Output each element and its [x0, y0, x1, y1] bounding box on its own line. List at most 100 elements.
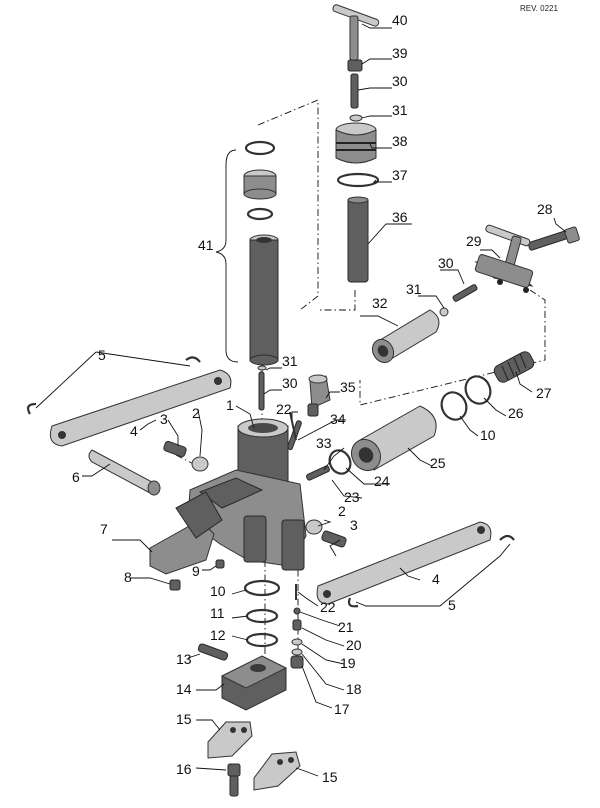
bolt-3-right	[321, 530, 347, 548]
sleeve-32	[371, 309, 440, 364]
label-20: 20	[346, 637, 362, 653]
plug-9	[215, 559, 225, 569]
label-39: 39	[392, 45, 408, 61]
piston-36	[347, 196, 369, 283]
label-15-left: 15	[176, 711, 192, 727]
ring-41-top	[244, 140, 276, 156]
snap-ring-37	[336, 172, 380, 188]
jaw-15-left	[207, 721, 253, 759]
main-body-1	[187, 418, 307, 571]
screw-33	[306, 465, 330, 481]
label-19: 19	[340, 655, 356, 671]
jaw-15-right	[253, 751, 301, 791]
label-25: 25	[430, 455, 446, 471]
bushing-2-right	[305, 519, 323, 535]
label-23: 23	[344, 489, 360, 505]
label-3-left: 3	[160, 411, 168, 427]
label-36: 36	[392, 209, 408, 225]
label-16: 16	[176, 761, 192, 777]
label-4-right: 4	[432, 571, 440, 587]
bolt-28	[527, 226, 580, 251]
label-8: 8	[124, 569, 132, 585]
ring-10-right	[440, 391, 468, 421]
label-30-right: 30	[438, 255, 454, 271]
ring-11	[245, 608, 279, 624]
label-28: 28	[537, 201, 553, 217]
cap-38	[335, 122, 377, 164]
label-1: 1	[226, 397, 234, 413]
t-handle-40	[332, 4, 380, 61]
link-4-left	[49, 369, 232, 447]
handle-socket-29	[474, 224, 534, 293]
washer-31-center	[257, 365, 267, 371]
label-27: 27	[536, 385, 552, 401]
pin-13	[197, 643, 229, 661]
label-2-left: 2	[192, 405, 200, 421]
assembly-line-bolt-left	[175, 454, 206, 471]
label-21: 21	[338, 619, 354, 635]
cylinder-41	[249, 234, 279, 366]
bushing-2-left	[191, 456, 209, 472]
link-4-right	[316, 521, 492, 605]
screw-30-right	[452, 284, 478, 302]
bolt-16	[227, 763, 241, 797]
label-34: 34	[330, 411, 346, 427]
ring-12	[245, 632, 279, 648]
washer-31-top	[349, 114, 363, 122]
label-9: 9	[192, 563, 200, 579]
label-5-left: 5	[98, 347, 106, 363]
label-10-right: 10	[480, 427, 496, 443]
label-31-top: 31	[392, 102, 408, 118]
label-4-left: 4	[130, 423, 138, 439]
label-13: 13	[176, 651, 192, 667]
label-29: 29	[466, 233, 482, 249]
label-30-top: 30	[392, 73, 408, 89]
sleeve-25	[350, 405, 437, 472]
spring-27	[493, 351, 535, 383]
label-17: 17	[334, 701, 350, 717]
label-14: 14	[176, 681, 192, 697]
label-24: 24	[374, 473, 390, 489]
assembly-line-cylinder	[257, 99, 319, 311]
nut-39	[347, 59, 363, 72]
label-10-lower: 10	[210, 583, 226, 599]
label-40: 40	[392, 12, 408, 28]
washer-18	[291, 648, 303, 656]
gland-41	[243, 169, 277, 200]
clip-5	[26, 356, 515, 608]
ring-41-mid	[246, 207, 274, 221]
assembly-line-handle	[359, 289, 546, 406]
plug-35	[307, 374, 331, 417]
label-22-upper: 22	[276, 401, 292, 417]
label-32: 32	[372, 295, 388, 311]
leader-lines	[35, 23, 567, 777]
frame-7	[149, 491, 223, 575]
ring-10-lower	[243, 579, 281, 597]
label-15-right: 15	[322, 769, 338, 785]
label-12: 12	[210, 627, 226, 643]
label-33: 33	[316, 435, 332, 451]
bolt-3-left	[163, 440, 187, 458]
label-7: 7	[100, 521, 108, 537]
spring-20	[292, 619, 302, 631]
ring-26	[464, 375, 492, 405]
saddle-14	[220, 655, 288, 711]
assembly-line-pump	[320, 290, 356, 311]
screw-30-top	[350, 73, 359, 109]
label-37: 37	[392, 167, 408, 183]
bracket-41	[215, 149, 239, 363]
revision-label: REV. 0221	[520, 4, 558, 13]
label-6: 6	[72, 469, 80, 485]
label-41: 41	[198, 237, 214, 253]
label-2-right: 2	[338, 503, 346, 519]
ring-24	[328, 449, 352, 475]
label-22-lower: 22	[320, 599, 336, 615]
label-26: 26	[508, 405, 524, 421]
label-11: 11	[210, 605, 225, 621]
pin-6	[88, 449, 161, 496]
label-30-center: 30	[282, 375, 298, 391]
screw-30-center	[258, 371, 265, 411]
pin-22-upper	[289, 411, 297, 441]
